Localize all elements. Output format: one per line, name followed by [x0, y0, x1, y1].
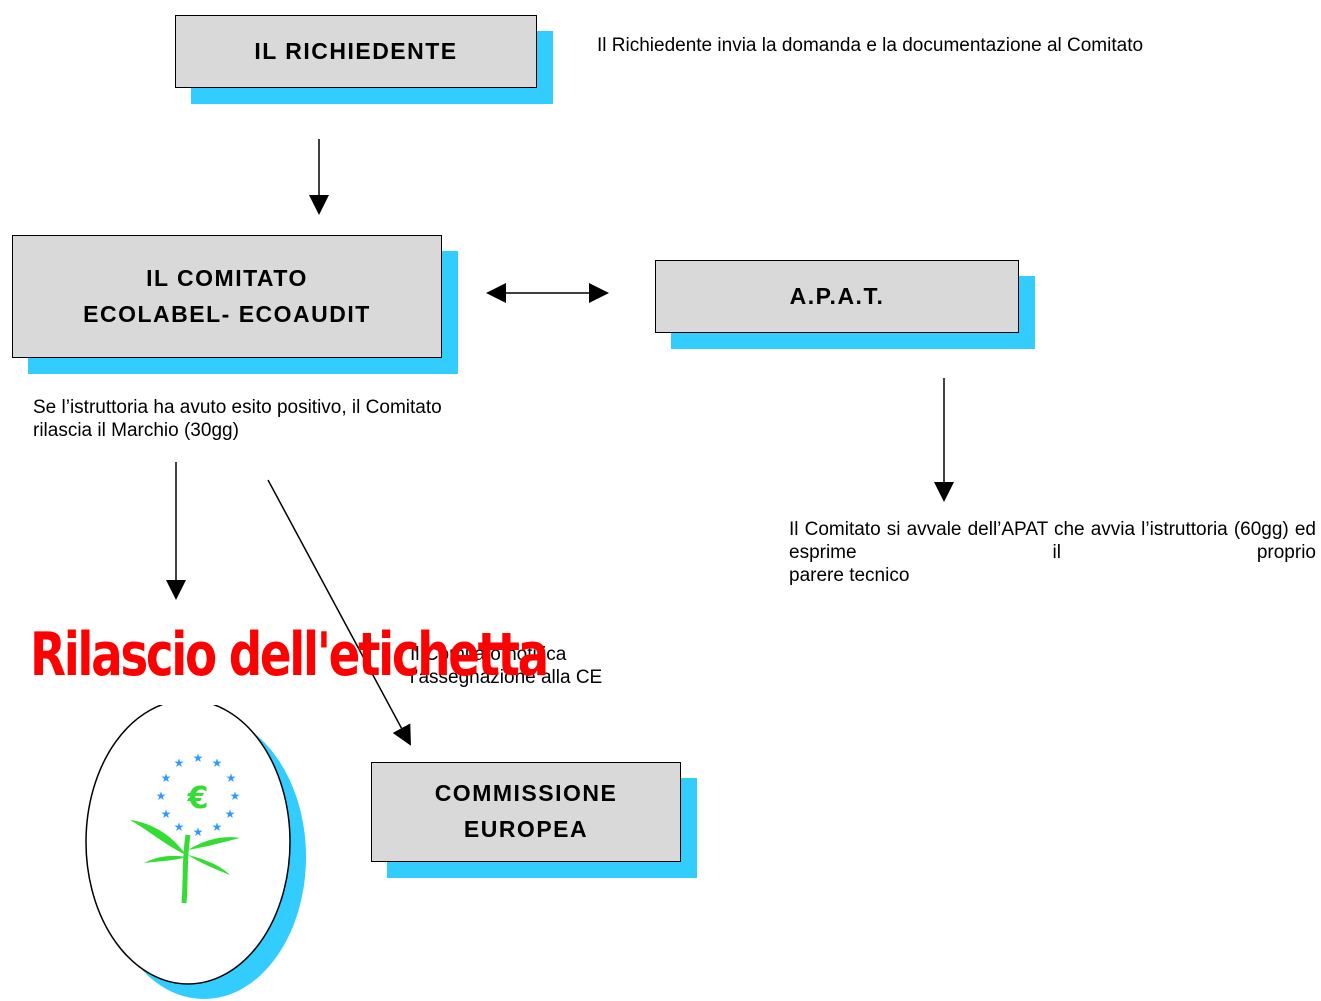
svg-text:★: ★ [212, 820, 223, 834]
arrow-comitato-to-commissione [267, 479, 411, 746]
box-apat-label: A.P.A.T. [789, 282, 885, 309]
svg-text:★: ★ [193, 825, 204, 839]
box-commissione-line2: EUROPEA [463, 816, 589, 842]
svg-text:★: ★ [161, 771, 172, 785]
svg-text:★: ★ [225, 807, 236, 821]
note-apat: Il Comitato si avvale dell’APAT che avvi… [789, 518, 1316, 587]
svg-text:★: ★ [193, 751, 204, 765]
svg-text:★: ★ [156, 789, 167, 803]
box-richiedente-label: IL RICHIEDENTE [254, 37, 458, 64]
svg-text:★: ★ [174, 820, 185, 834]
note-richiedente: Il Richiedente invia la domanda e la doc… [597, 35, 1144, 56]
box-comitato-line1: IL COMITATO [146, 264, 308, 291]
svg-text:★: ★ [161, 807, 172, 821]
svg-text:★: ★ [230, 789, 241, 803]
box-comitato-line2: ECOLABEL- ECOAUDIT [83, 300, 371, 327]
svg-text:★: ★ [174, 756, 185, 770]
note-apat-line1: Il Comitato si avvale dell’APAT che avvi… [789, 519, 1316, 563]
note-apat-line2: parere tecnico [789, 565, 910, 586]
box-commissione-line1: COMMISSIONE [434, 780, 618, 807]
svg-text:★: ★ [212, 756, 223, 770]
svg-text:★: ★ [226, 771, 237, 785]
note-notifica: Il Comitato notifica l’assegnazione alla… [410, 644, 603, 688]
eu-ecolabel-flower-icon: ★ ★ ★ ★ ★ ★ ★ ★ ★ ★ ★ ★ € [85, 705, 306, 999]
note-esito: Se l’istruttoria ha avuto esito positivo… [33, 397, 442, 441]
svg-text:€: € [187, 781, 209, 816]
rilascio-etichetta-label: Rilascio dell'etichetta [30, 620, 549, 690]
